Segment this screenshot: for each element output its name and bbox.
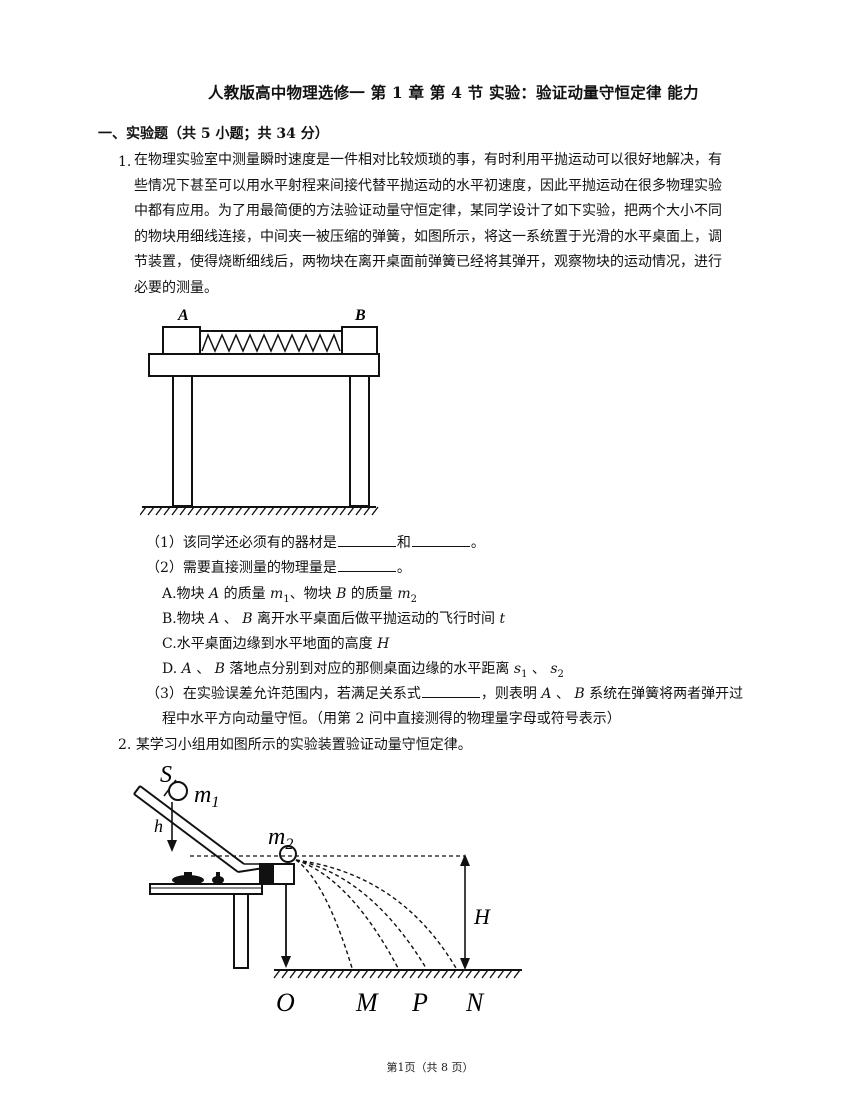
page-title: 人教版高中物理选修一 第 1 章 第 4 节 实验：验证动量守恒定律 能力 bbox=[208, 83, 699, 102]
q1-sub1-blank-2[interactable] bbox=[411, 532, 470, 547]
point-p-label: P bbox=[411, 988, 428, 1017]
q1-sub3-line-2: 程中水平方向动量守恒。（用第 2 问中直接测得的物理量字母或符号表示） bbox=[162, 711, 621, 727]
q1-line-3: 中都有应用。为了用最简便的方法验证动量守恒定律，某同学设计了如下实验，把两个大小… bbox=[134, 203, 722, 220]
q1-line-6: 必要的测量。 bbox=[134, 279, 218, 296]
ground-hatch bbox=[140, 506, 379, 516]
point-n-label: N bbox=[465, 988, 485, 1017]
q1-sub2: （2）需要直接测量的物理量是 。 bbox=[146, 557, 411, 577]
q2-stem: 2. 某学习小组用如图所示的实验装置验证动量守恒定律。 bbox=[118, 734, 472, 754]
q2-figure-collision-apparatus: S m1 h m2 H bbox=[133, 762, 522, 1017]
section-heading: 一、实验题（共 5 小题；共 34 分） bbox=[98, 126, 329, 142]
q1-sub2-suffix: 。 bbox=[396, 560, 411, 576]
page-footer: 第1页（共 8 页） bbox=[386, 1061, 474, 1074]
q1-option-c[interactable]: C.水平桌面边缘到水平地面的高度 H bbox=[162, 636, 390, 652]
ball-m2 bbox=[279, 845, 297, 863]
block-b-label: B bbox=[354, 307, 366, 324]
q1-sub1-text: （1）该同学还必须有的器材是 bbox=[146, 535, 337, 551]
block-a bbox=[162, 326, 201, 355]
h-label: h bbox=[154, 816, 163, 836]
floor-hatch bbox=[273, 969, 521, 979]
q1-line-1: 在物理实验室中测量瞬时速度是一件相对比较烦琐的事，有时利用平抛运动可以很好地解决… bbox=[134, 152, 722, 168]
q1-option-b[interactable]: B.物块 A 、 B 离开水平桌面后做平抛运动的飞行时间 t bbox=[162, 611, 506, 627]
table-leg-left bbox=[172, 375, 193, 507]
q1-line-4: 的物块用细线连接，中间夹一被压缩的弹簧，如图所示，将这一系统置于光滑的水平桌面上… bbox=[134, 228, 722, 245]
q1-line-5: 节装置，使得烧断细线后，两物块在离开桌面前弹簧已经将其弹开，观察物块的运动情况，… bbox=[134, 254, 722, 271]
q1-sub1-suffix: 。 bbox=[470, 535, 485, 551]
h-height-label: H bbox=[473, 904, 491, 929]
table-top bbox=[148, 353, 380, 377]
s-label: S bbox=[160, 762, 172, 788]
q1-sub3-line-1: （3）在实验误差允许范围内，若满足关系式，则表明 A 、 B 系统在弹簧将两者弹… bbox=[146, 683, 743, 703]
q1-figure-table-spring: A B bbox=[140, 307, 380, 516]
m2-label: m2 bbox=[268, 824, 293, 853]
block-a-label: A bbox=[177, 307, 189, 324]
block-b bbox=[341, 326, 378, 355]
q1-sub1-blank-1[interactable] bbox=[337, 532, 396, 547]
ball-m1 bbox=[168, 781, 188, 801]
point-m-label: M bbox=[355, 988, 379, 1017]
lab-table bbox=[149, 883, 263, 895]
q2-number: 2. bbox=[118, 737, 132, 753]
q1-sub2-blank[interactable] bbox=[337, 557, 396, 572]
q1-stem: 在物理实验室中测量瞬时速度是一件相对比较烦琐的事，有时利用平抛运动可以很好地解决… bbox=[134, 148, 764, 302]
q1-number: 1. bbox=[118, 154, 132, 170]
q1-option-a[interactable]: A.物块 A 的质量 m1、物块 B 的质量 m2 bbox=[162, 586, 418, 605]
trajectories bbox=[295, 859, 457, 969]
q1-sub1: （1）该同学还必须有的器材是 和 。 bbox=[146, 532, 485, 552]
q2-text: 某学习小组用如图所示的实验装置验证动量守恒定律。 bbox=[135, 737, 472, 753]
q1-sub1-mid: 和 bbox=[396, 535, 411, 551]
m1-label: m1 bbox=[194, 782, 219, 811]
q1-sub2-text: （2）需要直接测量的物理量是 bbox=[146, 560, 337, 576]
point-o-label: O bbox=[276, 988, 295, 1017]
q1-line-2: 些情况下甚至可以用水平射程来间接代替平抛运动的水平初速度，因此平抛运动在很多物理… bbox=[134, 177, 722, 194]
q1-option-d[interactable]: D. A 、 B 落地点分别到对应的那侧桌面边缘的水平距离 s1 、 s2 bbox=[162, 661, 564, 680]
q1-sub3-blank[interactable] bbox=[421, 683, 480, 698]
table-leg-right bbox=[349, 375, 370, 507]
spring bbox=[201, 333, 341, 353]
